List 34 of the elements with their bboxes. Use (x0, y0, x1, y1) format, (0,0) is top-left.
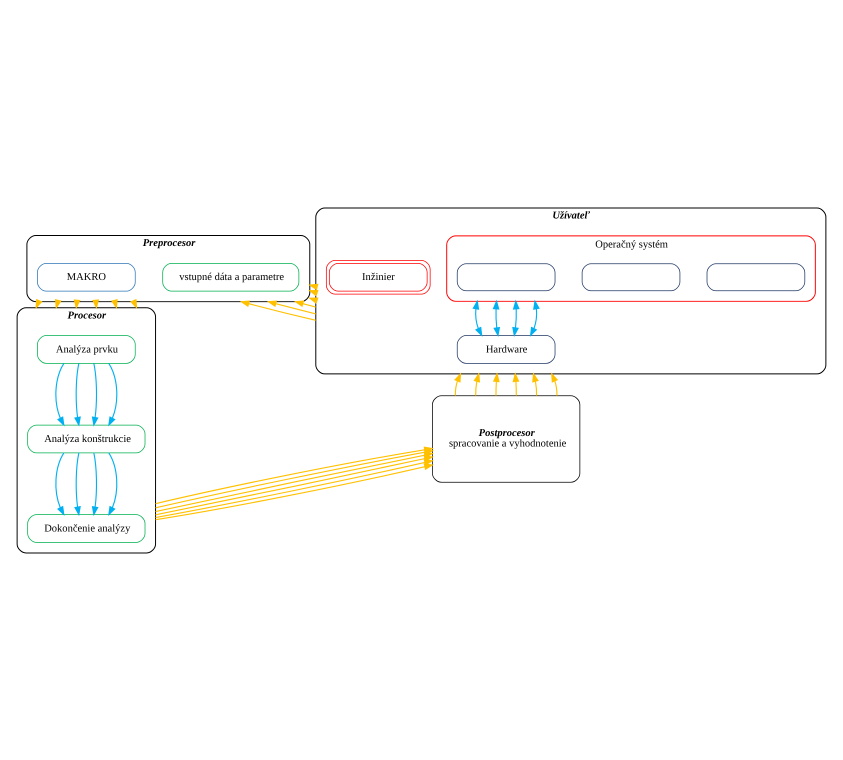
node-box: Postprocesor spracovanie a vyhodnotenie (432, 394, 580, 482)
arrow (492, 372, 500, 396)
node-box: Analýza konštrukcie (27, 424, 146, 453)
node-box: vstupné dáta a parametre (162, 262, 300, 292)
arrow (240, 300, 316, 320)
node-box (456, 262, 556, 291)
arrow (74, 452, 81, 516)
arrow (512, 372, 520, 396)
arrow (454, 372, 462, 396)
cluster: Operačný systém (446, 234, 816, 302)
arrow (473, 372, 480, 396)
arrow (492, 299, 500, 337)
arrow (92, 362, 99, 426)
node-box: MAKRO (37, 262, 136, 292)
node-box: Dokončenie analýzy (27, 514, 146, 542)
arrow (532, 372, 539, 396)
arrow (108, 362, 118, 426)
node-box (706, 262, 806, 291)
arrow (55, 362, 65, 426)
arrow (266, 300, 316, 314)
arrow (551, 372, 558, 396)
arrow (74, 362, 81, 426)
arrow (92, 452, 99, 516)
node-box (582, 262, 680, 291)
arrow (108, 452, 118, 516)
arrow (530, 299, 540, 336)
node-box: Analýza prvku (37, 334, 136, 364)
arrow (55, 452, 65, 516)
node-box: Inžinier (326, 259, 431, 294)
arrow (92, 298, 100, 309)
arrow (472, 299, 482, 336)
arrow (294, 300, 316, 308)
arrow (512, 299, 520, 337)
node-box: Hardware (456, 334, 556, 364)
